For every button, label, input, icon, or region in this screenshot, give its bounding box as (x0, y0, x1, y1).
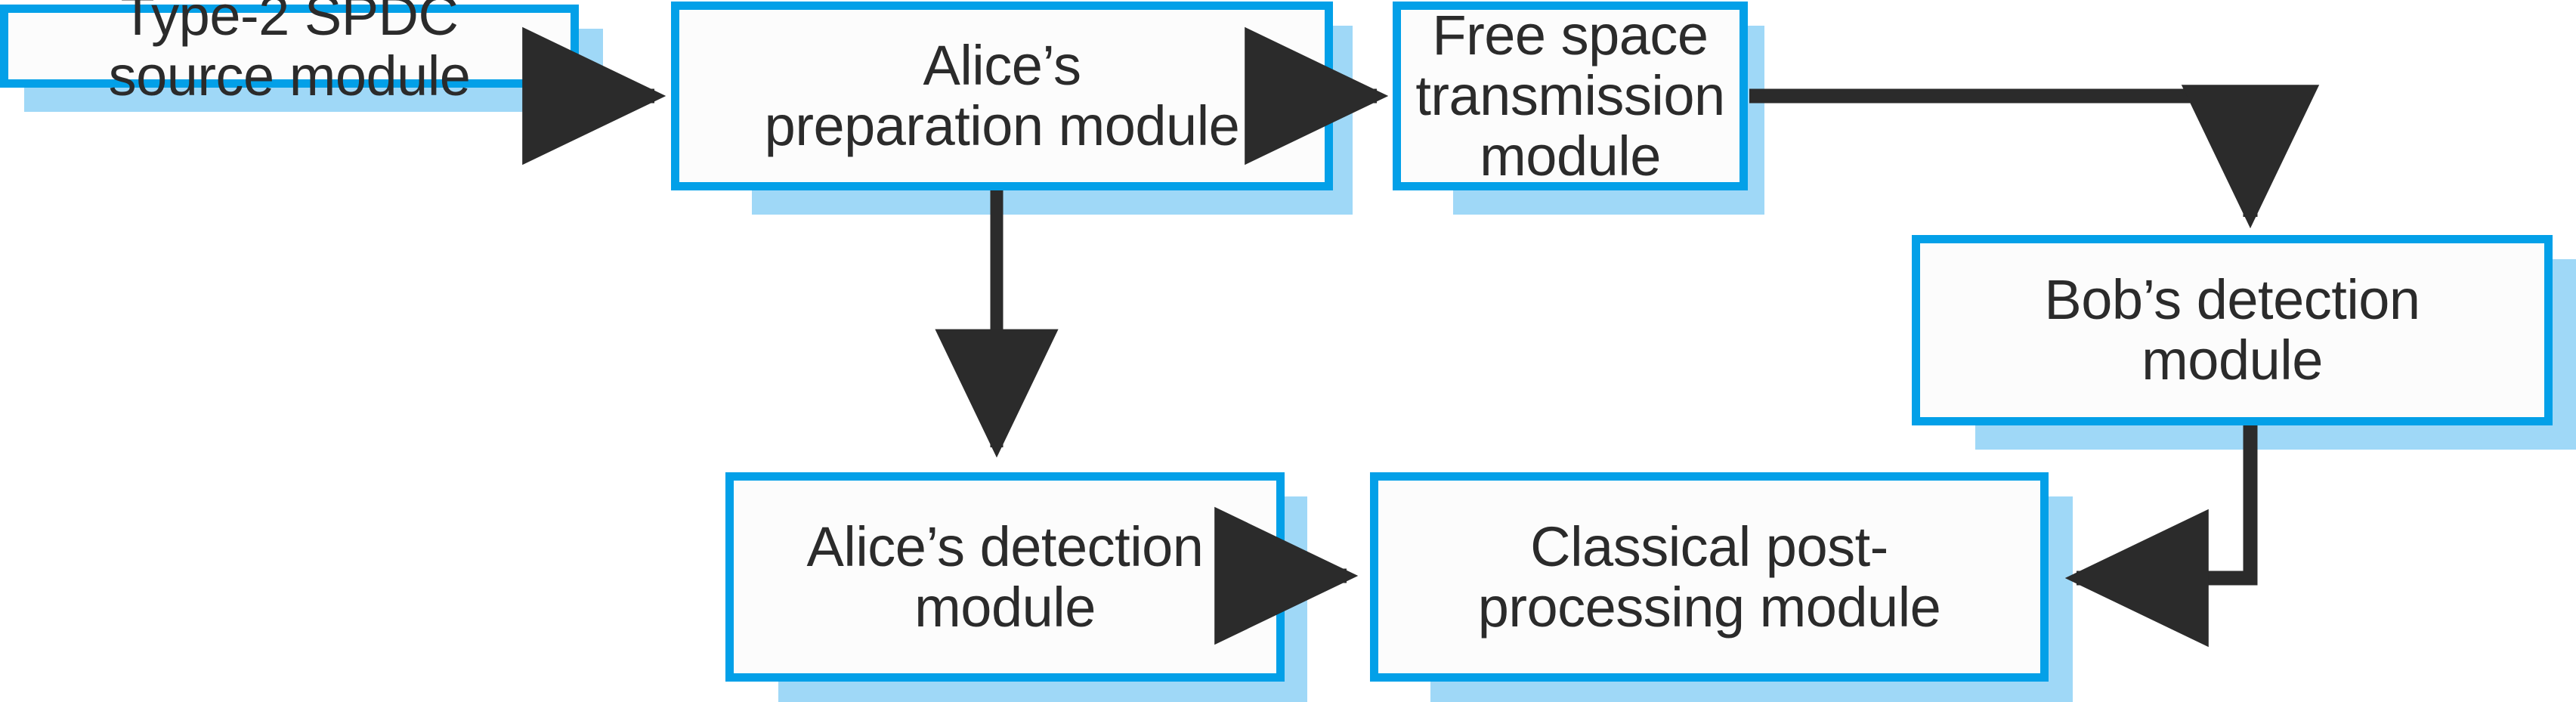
node-classical-post-processing[interactable]: Classical post- processing module (1370, 472, 2049, 682)
node-bobs-detection[interactable]: Bob’s detection module (1912, 235, 2553, 425)
node-alice-preparation-label: Alice’s preparation module (764, 34, 1240, 157)
edge-free-space-to-bobs-detection (1749, 85, 2320, 229)
node-free-space-transmission[interactable]: Free space transmission module (1393, 2, 1748, 190)
node-alice-preparation[interactable]: Alice’s preparation module (671, 2, 1333, 190)
node-alice-detection[interactable]: Alice’s detection module (725, 472, 1285, 682)
node-free-space-transmission-label: Free space transmission module (1415, 4, 1725, 187)
node-alice-detection-label: Alice’s detection module (806, 515, 1204, 639)
node-bobs-detection-label: Bob’s detection module (2044, 268, 2420, 391)
node-spdc-source[interactable]: Type-2 SPDC source module (0, 0, 579, 106)
node-classical-post-processing-label: Classical post- processing module (1477, 515, 1941, 639)
node-spdc-source-label: Type-2 SPDC source module (108, 0, 471, 107)
